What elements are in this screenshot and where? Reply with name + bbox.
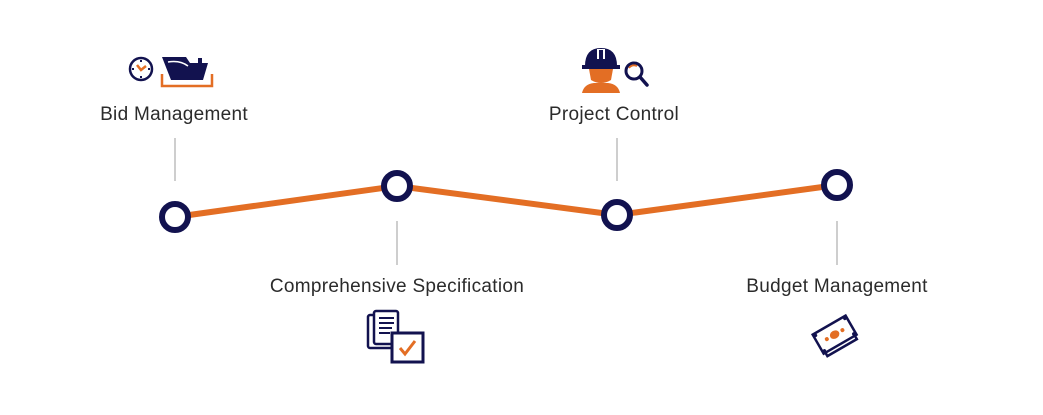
banknotes-icon xyxy=(810,313,859,358)
step-label-comprehensive-specification: Comprehensive Specification xyxy=(269,276,525,297)
clock-ship-icon xyxy=(128,56,214,88)
timeline-node xyxy=(601,199,633,231)
step-label-project-control: Project Control xyxy=(548,104,680,125)
timeline-node xyxy=(381,170,413,202)
ship-icon xyxy=(160,57,214,88)
documents-checkbox-icon xyxy=(366,309,425,364)
engineer-magnifier-icon xyxy=(582,48,649,93)
step-label-budget-management: Budget Management xyxy=(746,276,928,297)
timeline-node xyxy=(159,201,191,233)
timeline-path xyxy=(174,182,838,220)
step-label-bid-management: Bid Management xyxy=(100,104,248,125)
timeline-node xyxy=(821,169,853,201)
clock-icon xyxy=(128,56,154,82)
